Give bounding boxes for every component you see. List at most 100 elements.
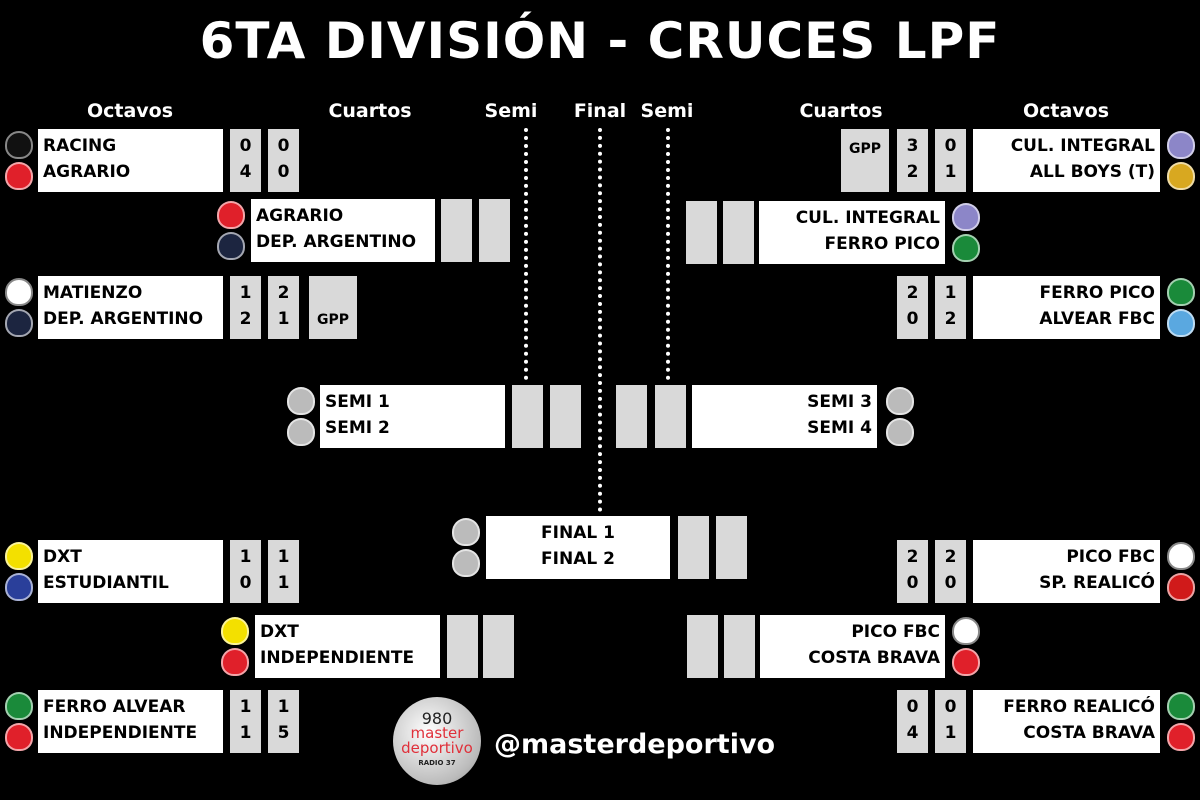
team-name: FERRO PICO (1039, 283, 1156, 303)
score-value: 1 (239, 547, 252, 567)
team-crest-icon (1167, 723, 1195, 751)
score-value: 1 (239, 697, 252, 717)
team-crest-icon (5, 131, 33, 159)
score-value: 0 (906, 573, 919, 593)
score-value: 2 (944, 547, 957, 567)
logo-line3: RADIO 37 (418, 759, 456, 767)
connector-final (598, 128, 602, 512)
team-name: FINAL 1 (541, 523, 615, 543)
score-value: 1 (944, 283, 957, 303)
team-crest-icon (5, 573, 33, 601)
connector-semi-right (666, 128, 670, 380)
team-crest-icon (886, 387, 914, 415)
match-right-octavos-0[interactable]: CUL. INTEGRAL ALL BOYS (T) (973, 129, 1160, 192)
score-value: 0 (277, 162, 290, 182)
team-crest-icon (1167, 309, 1195, 337)
score-value: 0 (239, 573, 252, 593)
team-name: FERRO REALICÓ (1003, 697, 1155, 717)
match-right-octavos-3[interactable]: FERRO REALICÓ COSTA BRAVA (973, 690, 1160, 753)
score-value: 0 (277, 136, 290, 156)
score-box-leg-1 (512, 385, 543, 448)
team-crest-icon (5, 162, 33, 190)
team-name: COSTA BRAVA (808, 648, 940, 668)
team-crest-icon (1167, 278, 1195, 306)
team-crest-icon (886, 418, 914, 446)
team-crest-icon (221, 617, 249, 645)
score-value: 2 (944, 309, 957, 329)
header-cuartos-right: Cuartos (799, 100, 883, 122)
match-left-semi[interactable]: SEMI 1 SEMI 2 (320, 385, 505, 448)
score-box-leg-2 (716, 516, 747, 579)
team-crest-icon (221, 648, 249, 676)
match-right-octavos-1[interactable]: FERRO PICO ALVEAR FBC (973, 276, 1160, 339)
match-right-cuartos-1[interactable]: PICO FBC COSTA BRAVA (760, 615, 945, 678)
score-value: 2 (277, 283, 290, 303)
team-name: SEMI 2 (325, 418, 390, 438)
team-name: COSTA BRAVA (1023, 723, 1155, 743)
score-box-leg-2 (479, 199, 510, 262)
team-name: PICO FBC (1066, 547, 1155, 567)
score-box-leg-1 (616, 385, 647, 448)
team-name: CUL. INTEGRAL (1010, 136, 1155, 156)
penalties-note: GPP (309, 276, 357, 339)
team-crest-icon (5, 692, 33, 720)
score-value: 1 (277, 547, 290, 567)
team-crest-icon (952, 203, 980, 231)
score-box-leg-1 (686, 201, 717, 264)
score-value: 2 (239, 309, 252, 329)
header-octavos-left: Octavos (86, 100, 174, 122)
team-crest-icon (5, 278, 33, 306)
score-box-leg-1 (447, 615, 478, 678)
score-value: 0 (944, 136, 957, 156)
team-name: MATIENZO (43, 283, 143, 303)
logo-number: 980 (421, 709, 453, 728)
master-deportivo-logo: 980 master deportivo RADIO 37 (393, 697, 481, 785)
score-value: 1 (277, 573, 290, 593)
team-name: FERRO PICO (824, 234, 941, 254)
match-left-octavos-1[interactable]: MATIENZO DEP. ARGENTINO (38, 276, 223, 339)
team-name: DEP. ARGENTINO (256, 232, 417, 252)
team-name: ALVEAR FBC (1039, 309, 1155, 329)
team-name: SEMI 1 (325, 392, 390, 412)
score-value: 3 (906, 136, 919, 156)
team-crest-icon (1167, 692, 1195, 720)
team-name: DEP. ARGENTINO (43, 309, 204, 329)
score-value: 1 (239, 283, 252, 303)
score-value: 2 (906, 162, 919, 182)
score-value: 4 (906, 723, 919, 743)
score-value: 2 (906, 547, 919, 567)
score-value: 0 (944, 573, 957, 593)
score-box-leg-2 (724, 615, 755, 678)
team-crest-icon (952, 234, 980, 262)
score-value: 0 (239, 136, 252, 156)
team-name: ALL BOYS (T) (1029, 162, 1155, 182)
team-name: PICO FBC (851, 622, 940, 642)
team-crest-icon (452, 518, 480, 546)
score-value: 5 (277, 723, 290, 743)
team-crest-icon (287, 387, 315, 415)
team-crest-icon (1167, 573, 1195, 601)
penalties-label: GPP (848, 141, 881, 157)
logo-line1: master (410, 724, 464, 742)
team-crest-icon (217, 232, 245, 260)
score-box-leg-2 (483, 615, 514, 678)
team-crest-icon (217, 201, 245, 229)
connector-semi-left (524, 128, 528, 380)
